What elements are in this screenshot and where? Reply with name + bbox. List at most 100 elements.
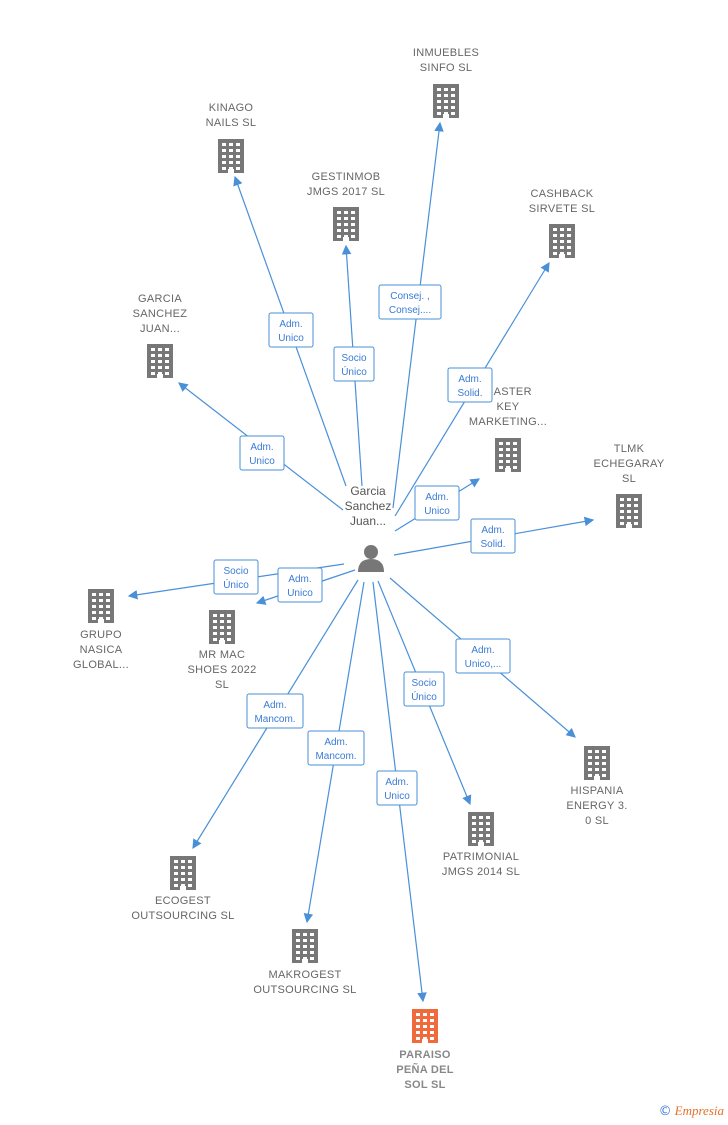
- building-icon: [333, 207, 359, 241]
- company-label-line: JMGS 2017 SL: [307, 186, 385, 198]
- company-label-line: GRUPO: [80, 629, 122, 641]
- person-label-line: Juan...: [350, 514, 386, 528]
- relation-label-cashback[interactable]: Adm.Solid.: [447, 367, 493, 403]
- company-label-line: JUAN...: [140, 323, 180, 335]
- company-label-line: HISPANIA: [571, 785, 624, 797]
- building-icon: [209, 610, 235, 644]
- person-label-line: Garcia: [350, 484, 386, 498]
- relation-text-line: Único: [341, 365, 367, 378]
- relation-label-kinago[interactable]: Adm. Unico: [268, 312, 314, 348]
- company-label-line: ECOGEST: [155, 895, 211, 907]
- building-icon: [412, 1009, 438, 1043]
- company-label-line: SL: [215, 679, 229, 691]
- relation-text-line: Adm.: [263, 700, 286, 711]
- building-icon: [468, 812, 494, 846]
- company-label-line: PEÑA DEL: [396, 1063, 454, 1076]
- company-label-line: ECHEGARAY: [594, 458, 665, 470]
- relation-label-mrmac[interactable]: Adm. Unico: [277, 567, 323, 603]
- relation-text-line: Unico,...: [465, 659, 502, 670]
- company-node-garcia[interactable]: GARCIA SANCHEZ JUAN...: [133, 293, 188, 378]
- company-node-cashback[interactable]: CASHBACK SIRVETE SL: [529, 188, 595, 258]
- relation-label-garcia[interactable]: Adm.Unico: [239, 435, 285, 471]
- relation-label-hispania[interactable]: Adm. Unico,...: [455, 638, 511, 674]
- company-label-line: GESTINMOB: [312, 171, 381, 183]
- company-node-grupo[interactable]: GRUPO NASICA GLOBAL...: [73, 589, 129, 671]
- company-label-line: 0 SL: [585, 815, 609, 827]
- company-label-line: CASHBACK: [531, 188, 594, 200]
- company-label-line: NASICA: [80, 644, 123, 656]
- company-label-line: INMUEBLES: [413, 47, 479, 59]
- building-icon: [495, 438, 521, 472]
- person-node-center[interactable]: GarciaSanchezJuan...: [345, 484, 392, 572]
- relation-text-line: Adm.: [279, 319, 302, 330]
- relation-text-line: Unico: [384, 791, 410, 802]
- company-label-line: PATRIMONIAL: [443, 851, 519, 863]
- company-node-gestinmob[interactable]: GESTINMOB JMGS 2017 SL: [307, 171, 385, 241]
- copyright-symbol: ©: [658, 1104, 672, 1119]
- company-label-line: MAKROGEST: [269, 969, 342, 981]
- company-label-line: GLOBAL...: [73, 659, 129, 671]
- relation-text-line: Único: [411, 690, 437, 703]
- company-label-line: ENERGY 3.: [566, 800, 627, 812]
- building-icon: [218, 139, 244, 173]
- company-node-ecogest[interactable]: ECOGEST OUTSOURCING SL: [131, 856, 234, 922]
- relation-text-line: Unico: [278, 333, 304, 344]
- relation-text-line: Adm.: [250, 442, 273, 453]
- building-icon: [292, 929, 318, 963]
- company-label-line: MR MAC: [199, 649, 245, 661]
- company-label-line: OUTSOURCING SL: [131, 910, 234, 922]
- relation-text-line: Unico: [287, 588, 313, 599]
- relation-text-line: Mancom.: [315, 751, 356, 762]
- relation-text-line: Adm.: [471, 645, 494, 656]
- building-icon: [433, 84, 459, 118]
- relation-text-line: Mancom.: [254, 714, 295, 725]
- relation-text-line: Adm.: [324, 737, 347, 748]
- company-node-patrimonial[interactable]: PATRIMONIAL JMGS 2014 SL: [442, 812, 520, 878]
- company-label-line: SHOES 2022: [187, 664, 256, 676]
- company-node-kinago[interactable]: KINAGO NAILS SL: [206, 102, 257, 173]
- building-icon: [616, 494, 642, 528]
- building-icon: [584, 746, 610, 780]
- company-node-master[interactable]: MASTERKEYMARKETING...: [469, 386, 547, 472]
- company-label-line: KEY: [497, 401, 520, 413]
- relation-text-line: Solid.: [480, 539, 505, 550]
- company-label-line: JMGS 2014 SL: [442, 866, 520, 878]
- person-label-line: Sanchez: [345, 499, 392, 513]
- company-label-line: PARAISO: [399, 1049, 451, 1061]
- company-label-line: SL: [622, 473, 636, 485]
- company-node-paraiso[interactable]: PARAISO PEÑA DEL SOL SL: [396, 1009, 454, 1091]
- company-label-line: SANCHEZ: [133, 308, 188, 320]
- company-label-line: SOL SL: [404, 1079, 445, 1091]
- relation-label-ecogest[interactable]: Adm. Mancom.: [246, 693, 304, 729]
- building-icon: [88, 589, 114, 623]
- company-label-line: SINFO SL: [420, 62, 473, 74]
- company-node-inmuebles[interactable]: INMUEBLES SINFO SL: [413, 47, 479, 118]
- company-label-line: KINAGO: [209, 102, 254, 114]
- relation-text-line: Socio: [223, 566, 248, 577]
- brand-logo[interactable]: ©Empresia: [659, 1103, 724, 1119]
- relation-label-master[interactable]: Adm.Unico: [414, 485, 460, 521]
- relation-label-tlmk[interactable]: Adm.Solid.: [470, 518, 516, 554]
- relation-text-line: Consej. ,: [390, 291, 429, 302]
- company-label-line: MARKETING...: [469, 416, 547, 428]
- relation-text-line: Adm.: [288, 574, 311, 585]
- relation-label-makrogest[interactable]: Adm. Mancom.: [307, 730, 365, 766]
- relation-text-line: Adm.: [385, 777, 408, 788]
- company-label-line: NAILS SL: [206, 117, 257, 129]
- building-icon: [549, 224, 575, 258]
- company-node-hispania[interactable]: HISPANIA ENERGY 3. 0 SL: [566, 746, 627, 827]
- company-label-line: GARCIA: [138, 293, 182, 305]
- company-label-line: SIRVETE SL: [529, 203, 595, 215]
- relation-label-inmuebles[interactable]: Consej. , Consej....: [378, 284, 442, 320]
- relation-text-line: Socio: [411, 678, 436, 689]
- relation-text-line: Unico: [424, 506, 450, 517]
- relation-label-paraiso[interactable]: Adm. Unico: [376, 770, 418, 806]
- relation-text-line: Consej....: [389, 305, 431, 316]
